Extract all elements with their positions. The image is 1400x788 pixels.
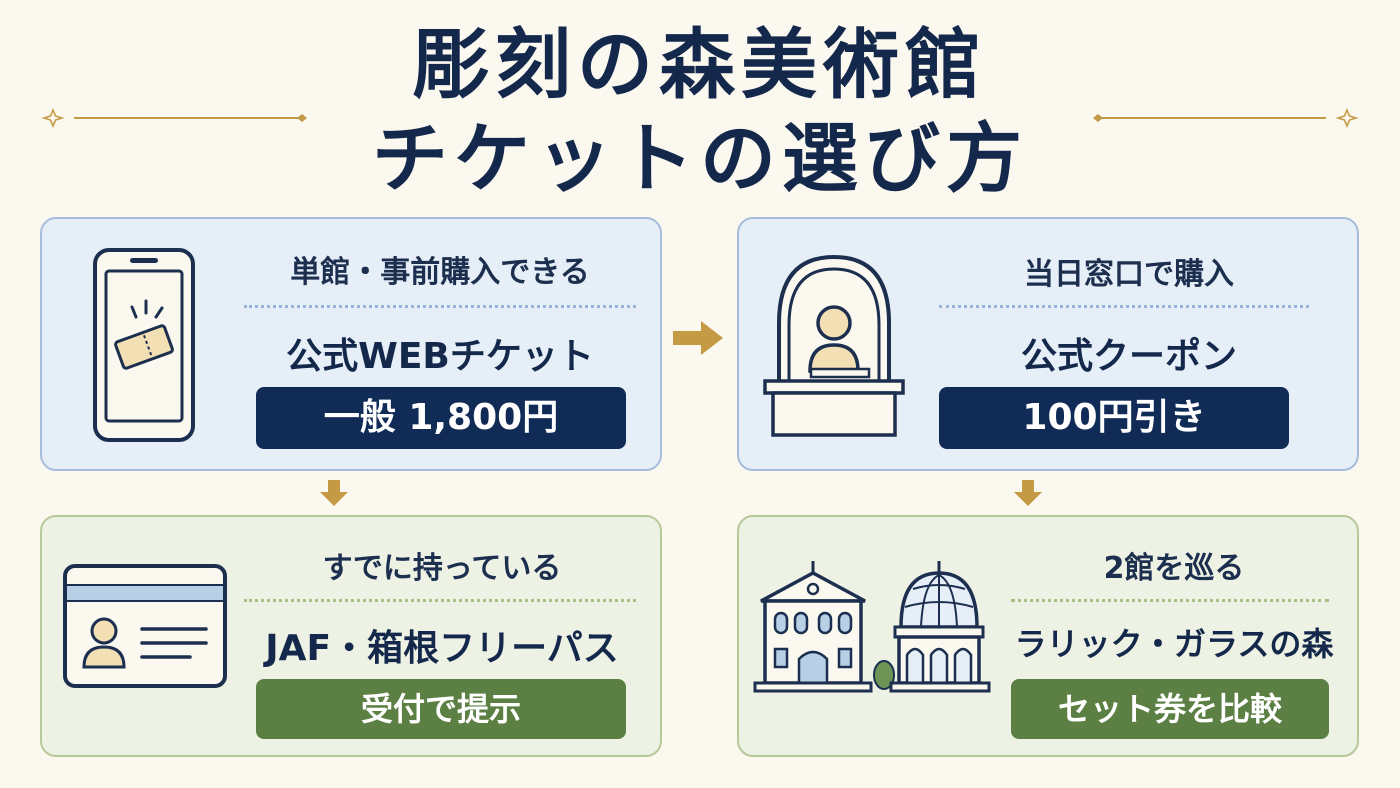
present-at-reception-badge: 受付で提示 — [256, 679, 626, 739]
card-coupon-top: 当日窓口で購入 — [1024, 257, 1234, 292]
title-line-1: 彫刻の森美術館 — [413, 20, 987, 109]
card-coupon-main: 公式クーポン — [1020, 336, 1237, 377]
arrow-right-icon — [673, 321, 723, 355]
divider — [244, 305, 636, 308]
card-web-ticket-main: 公式WEBチケット — [286, 336, 594, 377]
card-existing-pass-main: JAF・箱根フリーパス — [265, 628, 619, 669]
card-web-ticket: 単館・事前購入できる 公式WEBチケット 一般 1,800円 — [40, 217, 662, 471]
card-coupon: 当日窓口で購入 公式クーポン 100円引き — [737, 217, 1359, 471]
card-two-museums: 2館を巡る ラリック・ガラスの森 セット券を比較 — [737, 515, 1359, 757]
discount-badge: 100円引き — [939, 387, 1289, 449]
card-existing-pass: すでに持っている JAF・箱根フリーパス 受付で提示 — [40, 515, 662, 757]
membership-card-icon — [63, 564, 227, 688]
price-badge: 一般 1,800円 — [256, 387, 626, 449]
divider — [1011, 599, 1329, 602]
divider — [244, 599, 636, 602]
compare-set-ticket-badge: セット券を比較 — [1011, 679, 1329, 739]
card-two-museums-main: ラリック・ガラスの森 — [1014, 625, 1334, 663]
ornament-left-icon — [41, 108, 307, 128]
ticket-counter-icon — [763, 254, 905, 437]
ornament-right-icon — [1093, 108, 1359, 128]
museum-buildings-icon — [753, 561, 991, 693]
card-two-museums-top: 2館を巡る — [1103, 551, 1245, 586]
card-web-ticket-top: 単館・事前購入できる — [290, 255, 590, 290]
smartphone-ticket-icon — [93, 248, 195, 442]
divider — [939, 305, 1309, 308]
arrow-down-icon — [320, 480, 348, 506]
title-line-2: チケットの選び方 — [372, 114, 1028, 203]
arrow-down-icon — [1014, 480, 1042, 506]
card-existing-pass-top: すでに持っている — [322, 551, 562, 586]
page-title: 彫刻の森美術館 チケットの選び方 — [0, 18, 1400, 206]
